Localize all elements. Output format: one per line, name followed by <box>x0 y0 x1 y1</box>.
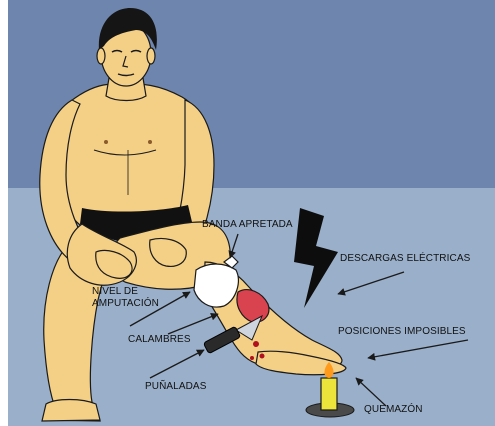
label-quemazon: QUEMAZÓN <box>364 404 423 416</box>
label-descargas-electricas: DESCARGAS ELÉCTRICAS <box>340 253 470 265</box>
left-foot <box>42 400 100 422</box>
bandage <box>194 264 238 307</box>
nipple-right <box>148 140 152 144</box>
label-banda-apretada: BANDA APRETADA <box>202 219 293 231</box>
label-posiciones-imposibles: POSICIONES IMPOSIBLES <box>338 326 466 338</box>
nipple-left <box>104 140 108 144</box>
right-ear <box>147 48 155 64</box>
blood-drop <box>260 354 265 359</box>
left-ear <box>97 48 105 64</box>
blood-drop <box>250 356 254 360</box>
label-punaladas: PUÑALADAS <box>145 381 206 393</box>
blood-drop <box>253 341 259 347</box>
label-calambres: CALAMBRES <box>128 334 191 346</box>
label-nivel-de: NIVEL DE <box>92 286 138 298</box>
left-white-strip <box>0 0 8 426</box>
candle-body <box>321 378 337 410</box>
label-amputacion: AMPUTACIÓN <box>92 298 159 310</box>
